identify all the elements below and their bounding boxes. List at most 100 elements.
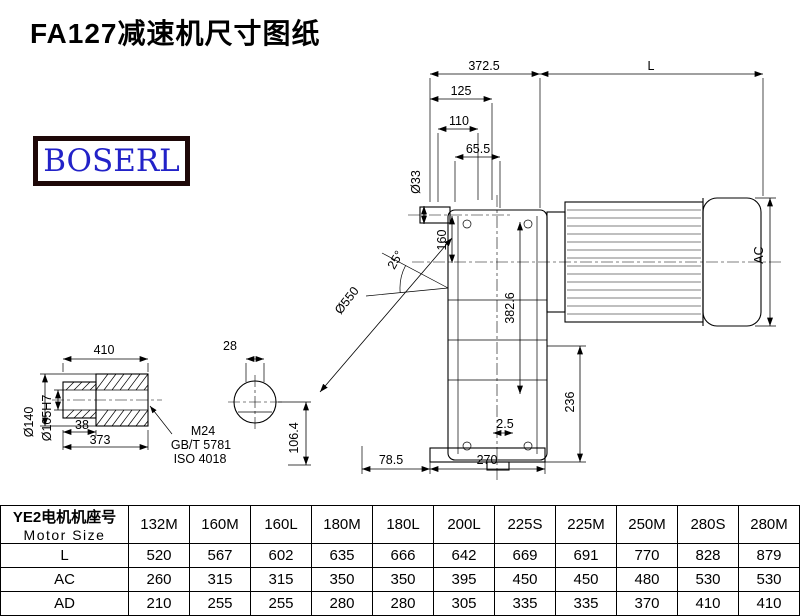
bolt-spec-m24: M24	[191, 424, 215, 438]
dim-cell: 666	[372, 543, 434, 568]
dim-110: 110	[449, 114, 469, 128]
dim-cell: 602	[250, 543, 312, 568]
dim-cell: 669	[494, 543, 556, 568]
column-header: 225S	[494, 505, 556, 544]
dim-cell: 315	[250, 567, 312, 592]
dim-cell: 255	[189, 591, 251, 616]
dim-cell: 450	[555, 567, 617, 592]
dim-cell: 879	[738, 543, 800, 568]
extension-lines-top	[429, 78, 764, 208]
motor-size-table: YE2电机机座号 Motor Size 132M 160M 160L 180M …	[0, 505, 800, 616]
technical-drawing: 372.5 L 125 110 65.5 Ø33 160 25° Ø550 38…	[22, 59, 782, 482]
dim-65-5: 65.5	[466, 142, 490, 156]
bolt-standard-gbt: GB/T 5781	[171, 438, 231, 452]
hollow-shaft-detail: 410 Ø140 Ø105H7 38 373 M24 GB/T 5781 ISO…	[22, 343, 231, 466]
table-row-AC: AC 260 315 315 350 350 395 450 450 480 5…	[0, 567, 800, 592]
page-title: FA127减速机尺寸图纸	[30, 18, 321, 49]
dim-cell: 520	[128, 543, 190, 568]
dim-dia550: Ø550	[332, 284, 362, 317]
dim-line-dia550	[319, 237, 453, 393]
dim-cell: 315	[189, 567, 251, 592]
dim-106-4: 106.4	[287, 422, 301, 453]
dim-28: 28	[223, 339, 237, 353]
bolt-hole	[523, 441, 533, 451]
dim-cell: 350	[311, 567, 373, 592]
bolt-leader-line	[149, 405, 173, 435]
dim-dia33: Ø33	[409, 170, 423, 194]
dim-38: 38	[75, 418, 89, 432]
bolt-hole	[462, 219, 472, 229]
table-row-L: L 520 567 602 635 666 642 669 691 770 82…	[0, 543, 800, 568]
dim-125: 125	[451, 84, 472, 98]
dim-25deg: 25°	[385, 248, 407, 271]
dim-cell: 450	[494, 567, 556, 592]
motor-fins	[567, 209, 701, 315]
column-header: 200L	[433, 505, 495, 544]
dim-236: 236	[563, 392, 577, 413]
dim-cell: 395	[433, 567, 495, 592]
column-header: 180L	[372, 505, 434, 544]
shaft-main-section	[95, 373, 149, 427]
dim-cell: 335	[555, 591, 617, 616]
dim-cell: 828	[677, 543, 739, 568]
motor-size-header: YE2电机机座号 Motor Size	[0, 505, 129, 544]
row-label: AD	[0, 591, 129, 616]
dim-cell: 350	[372, 567, 434, 592]
dim-dia140: Ø140	[22, 407, 36, 438]
dim-cell: 530	[677, 567, 739, 592]
section-extensions	[245, 363, 311, 466]
hatching	[65, 373, 149, 427]
dim-cell: 635	[311, 543, 373, 568]
dim-160: 160	[435, 230, 449, 251]
dim-dia105h7: Ø105H7	[40, 395, 54, 442]
angle-lines	[365, 252, 449, 297]
main-view-dimensions: 372.5 L 125 110 65.5 Ø33 160 25° Ø550 38…	[319, 59, 776, 474]
bolt-hole	[462, 441, 472, 451]
shaft-section-detail: 28 106.4	[223, 339, 311, 466]
dim-cell: 480	[616, 567, 678, 592]
dim-cell: 642	[433, 543, 495, 568]
dim-L: L	[648, 59, 655, 73]
dim-270: 270	[477, 453, 498, 467]
table-row-AD: AD 210 255 255 280 280 305 335 335 370 4…	[0, 591, 800, 616]
column-header: 160M	[189, 505, 251, 544]
motor-size-header-cn: YE2电机机座号	[12, 509, 117, 526]
dim-cell: 691	[555, 543, 617, 568]
dim-cell: 280	[311, 591, 373, 616]
row-label: L	[0, 543, 129, 568]
dim-372-5: 372.5	[468, 59, 499, 73]
bolt-hole	[523, 219, 533, 229]
row-label: AC	[0, 567, 129, 592]
dim-410: 410	[94, 343, 115, 357]
dim-cell: 335	[494, 591, 556, 616]
motor-size-header-en: Motor Size	[23, 527, 106, 543]
column-header: 280S	[677, 505, 739, 544]
dim-cell: 410	[677, 591, 739, 616]
dim-cell: 280	[372, 591, 434, 616]
column-header: 132M	[128, 505, 190, 544]
output-shaft	[419, 206, 451, 224]
column-header: 280M	[738, 505, 800, 544]
main-view	[408, 195, 782, 482]
column-header: 250M	[616, 505, 678, 544]
dim-cell: 255	[250, 591, 312, 616]
boserl-logo: BOSERL	[33, 136, 190, 186]
dim-cell: 770	[616, 543, 678, 568]
logo-text: BOSERL	[43, 143, 180, 179]
dim-AC: AC	[752, 246, 766, 263]
dim-cell: 210	[128, 591, 190, 616]
dim-cell: 410	[738, 591, 800, 616]
table-header-row: YE2电机机座号 Motor Size 132M 160M 160L 180M …	[0, 505, 800, 544]
dim-373: 373	[90, 433, 111, 447]
dim-382-6: 382.6	[503, 292, 517, 323]
dim-cell: 260	[128, 567, 190, 592]
extension-lines-right	[545, 197, 776, 463]
column-header: 160L	[250, 505, 312, 544]
dim-cell: 305	[433, 591, 495, 616]
dim-cell: 530	[738, 567, 800, 592]
dim-2-5: 2.5	[496, 417, 513, 431]
column-header: 180M	[311, 505, 373, 544]
dim-cell: 370	[616, 591, 678, 616]
column-header: 225M	[555, 505, 617, 544]
bolt-standard-iso: ISO 4018	[174, 452, 227, 466]
